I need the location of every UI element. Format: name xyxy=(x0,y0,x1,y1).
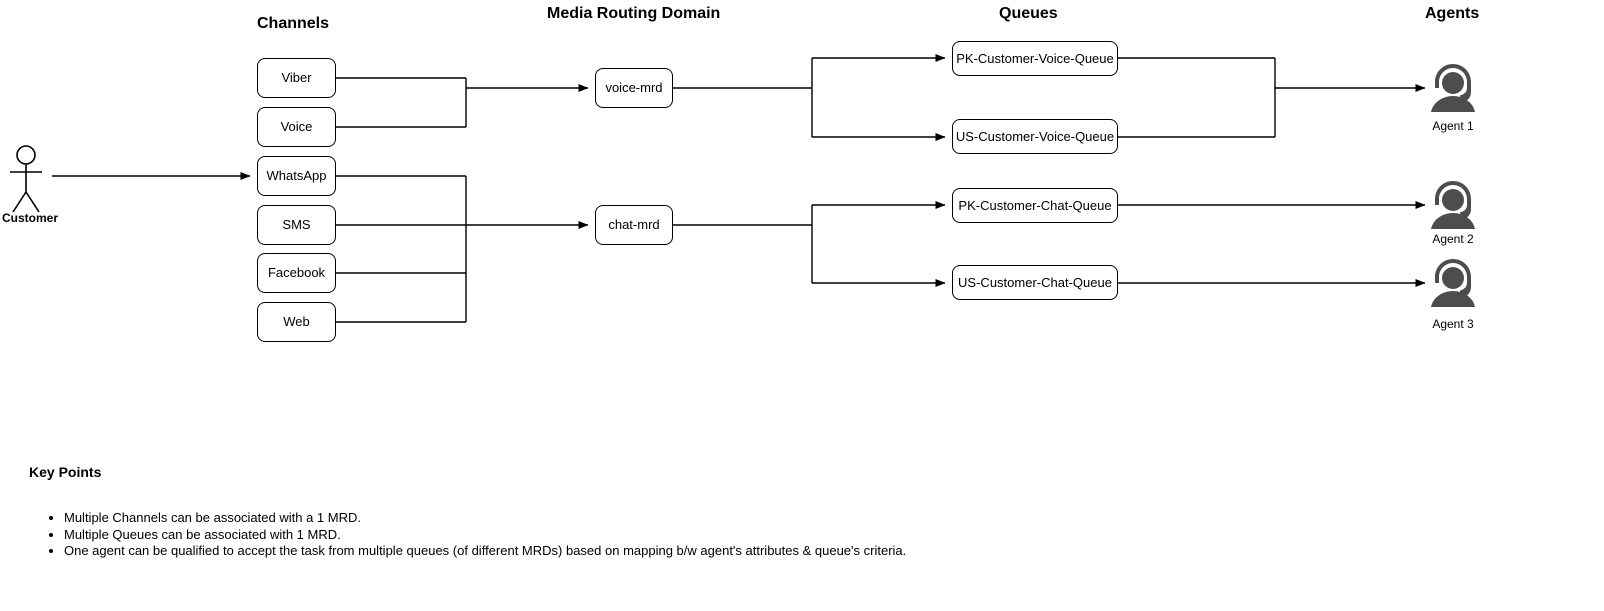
column-title-channels: Channels xyxy=(257,15,330,32)
queue-label: PK-Customer-Voice-Queue xyxy=(956,50,1114,66)
queue-node-us-customer-chat-queue[interactable]: US-Customer-Chat-Queue xyxy=(952,265,1118,300)
mrd-label: voice-mrd xyxy=(605,80,663,95)
channel-node-sms[interactable]: SMS xyxy=(257,205,336,245)
agent-label-2: Agent 2 xyxy=(1432,232,1474,246)
key-points-list: Multiple Channels can be associated with… xyxy=(42,510,906,560)
channel-label: Facebook xyxy=(267,265,326,280)
queue-label: PK-Customer-Chat-Queue xyxy=(958,197,1112,213)
column-title-mrd: Media Routing Domain xyxy=(547,5,721,22)
key-points-title: Key Points xyxy=(29,464,102,480)
key-point-item: Multiple Queues can be associated with 1… xyxy=(64,527,906,544)
key-point-item: Multiple Channels can be associated with… xyxy=(64,510,906,527)
channel-node-whatsapp[interactable]: WhatsApp xyxy=(257,156,336,196)
channel-node-web[interactable]: Web xyxy=(257,302,336,342)
channel-label: SMS xyxy=(282,217,311,232)
column-title-agents: Agents xyxy=(1425,5,1480,22)
mrd-node-chat-mrd[interactable]: chat-mrd xyxy=(595,205,673,245)
customer-label: Customer xyxy=(2,211,59,225)
queue-node-us-customer-voice-queue[interactable]: US-Customer-Voice-Queue xyxy=(952,119,1118,154)
channel-node-viber[interactable]: Viber xyxy=(257,58,336,98)
channel-node-voice[interactable]: Voice xyxy=(257,107,336,147)
key-point-item: One agent can be qualified to accept the… xyxy=(64,543,906,560)
queue-label: US-Customer-Voice-Queue xyxy=(955,128,1115,144)
channel-label: WhatsApp xyxy=(266,168,327,183)
customer-stick-figure-icon xyxy=(10,145,42,213)
channel-label: Voice xyxy=(280,119,313,134)
queue-label: US-Customer-Chat-Queue xyxy=(958,274,1112,290)
mrd-label: chat-mrd xyxy=(608,217,660,232)
queue-node-pk-customer-chat-queue[interactable]: PK-Customer-Chat-Queue xyxy=(952,188,1118,223)
agent-label-1: Agent 1 xyxy=(1432,119,1474,133)
column-title-queues: Queues xyxy=(999,5,1058,22)
agent-headset-icon-group xyxy=(1431,64,1475,307)
channel-label: Web xyxy=(283,314,310,329)
agent-label-3: Agent 3 xyxy=(1432,317,1474,331)
channel-node-facebook[interactable]: Facebook xyxy=(257,253,336,293)
mrd-node-voice-mrd[interactable]: voice-mrd xyxy=(595,68,673,108)
queue-node-pk-customer-voice-queue[interactable]: PK-Customer-Voice-Queue xyxy=(952,41,1118,76)
channel-label: Viber xyxy=(281,70,312,85)
